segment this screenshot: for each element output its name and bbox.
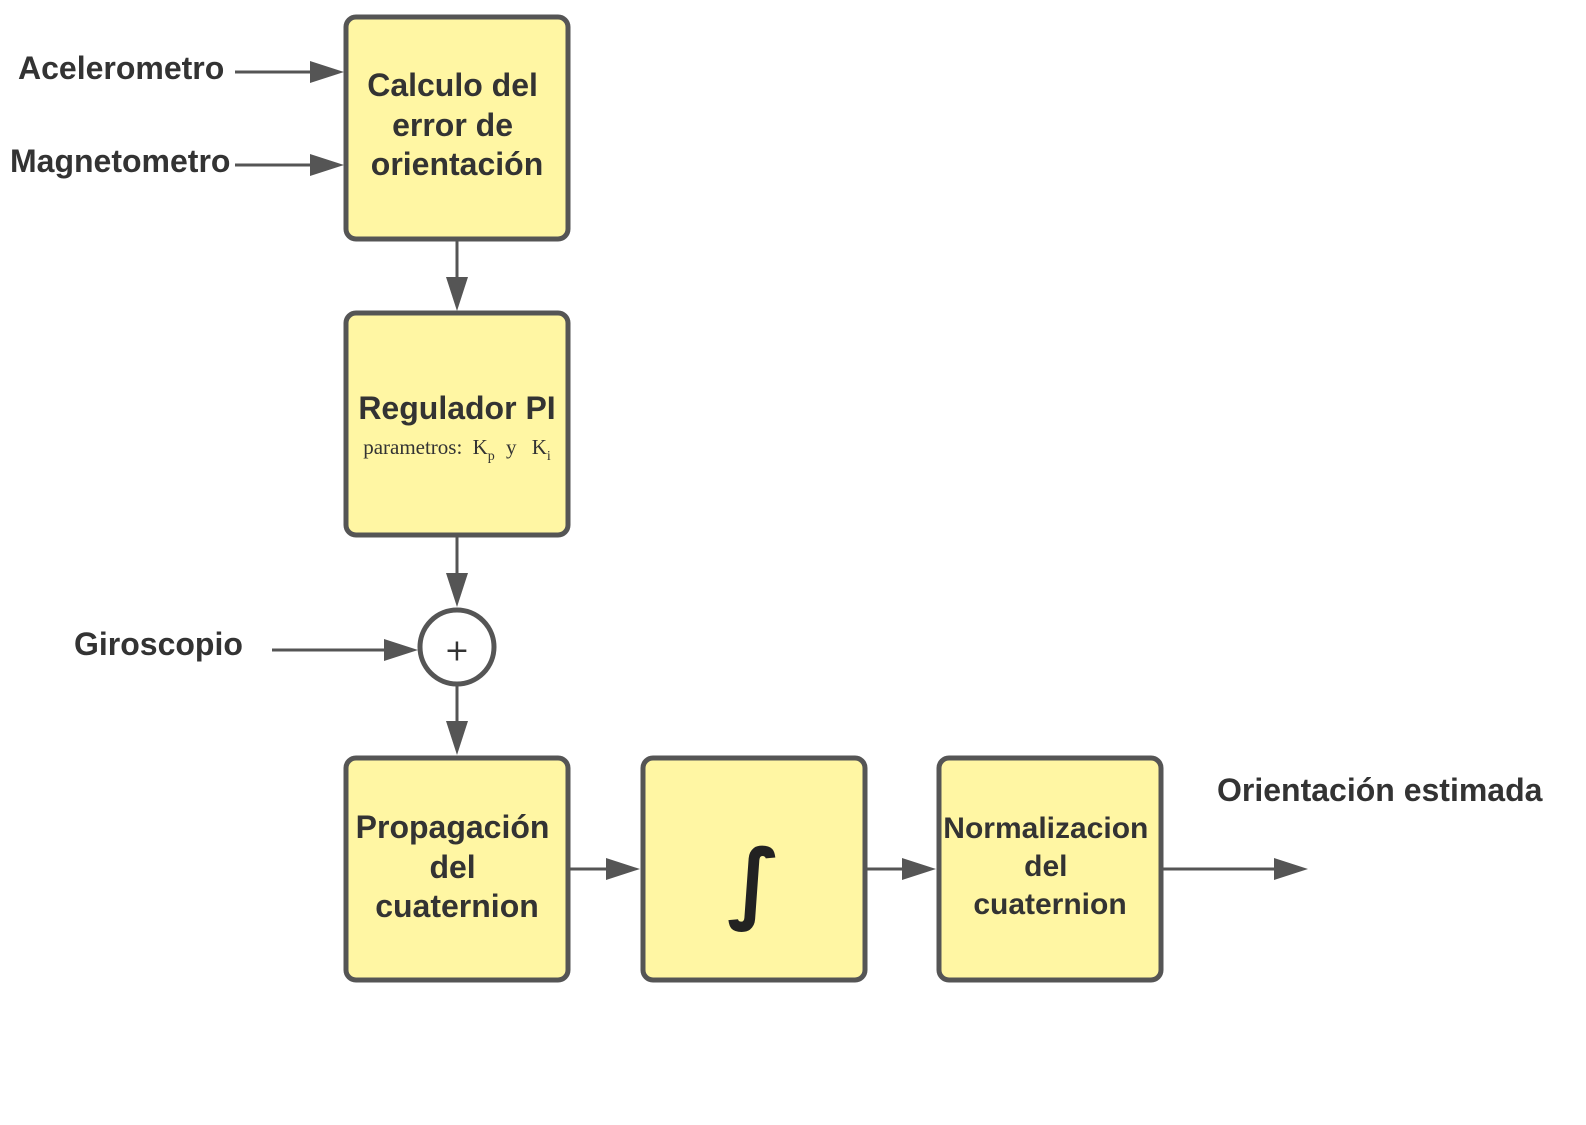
- error-calc-line-2: error de: [392, 107, 513, 143]
- arrow-sum-to-propagation: [446, 686, 468, 755]
- pi-conjunction: y: [506, 435, 517, 459]
- summing-junction: +: [417, 607, 497, 687]
- normalization-block: Normalizacion del cuaternion: [936, 755, 1164, 983]
- propagation-line-2: del: [429, 849, 475, 885]
- arrow-pi-to-sum: [446, 537, 468, 607]
- svg-text:Calculo del error de: Calculo del error de orientación: [367, 67, 547, 182]
- connectors: [235, 61, 1308, 880]
- input-label-magnetometer: Magnetometro: [10, 143, 230, 179]
- pi-regulator-block: Regulador PI parametros: Kp y Ki: [343, 310, 571, 538]
- integral-icon: ∫: [727, 830, 781, 933]
- propagation-block: Propagación del cuaternion: [343, 755, 571, 983]
- pi-regulator-title: Regulador PI: [358, 390, 555, 426]
- arrow-error-to-pi: [446, 241, 468, 311]
- pi-regulator-params: parametros: Kp y Ki: [363, 435, 551, 465]
- arrow-normalization-to-output: [1163, 858, 1308, 880]
- arrow-gyroscope-to-sum: [272, 639, 418, 661]
- pi-params-prefix: parametros:: [363, 435, 462, 459]
- svg-text:Propagación del cu: Propagación del cuaternion: [356, 809, 559, 924]
- pi-kp-subscript: p: [488, 449, 495, 464]
- propagation-line-3: cuaternion: [375, 888, 539, 924]
- output-label: Orientación estimada: [1217, 772, 1543, 808]
- arrow-propagation-to-integrator: [570, 858, 640, 880]
- input-label-accelerometer: Acelerometro: [18, 50, 224, 86]
- pi-ki-base: K: [532, 435, 547, 459]
- arrow-magnetometer-to-error: [235, 154, 344, 176]
- integrator-block: ∫: [640, 755, 868, 983]
- normalization-line-3: cuaternion: [973, 888, 1126, 921]
- arrow-accelerometer-to-error: [235, 61, 344, 83]
- summing-junction-plus-icon: +: [444, 634, 469, 669]
- arrow-integrator-to-normalization: [867, 858, 936, 880]
- normalization-line-2: del: [1024, 850, 1067, 883]
- error-calc-block: Calculo del error de orientación: [343, 14, 571, 242]
- pi-ki-subscript: i: [547, 449, 551, 464]
- pi-kp-base: K: [473, 435, 488, 459]
- propagation-line-1: Propagación: [356, 809, 550, 845]
- normalization-line-1: Normalizacion: [943, 812, 1148, 845]
- svg-text:Normalizacion del: Normalizacion del cuaternion: [943, 812, 1156, 921]
- error-calc-line-1: Calculo del: [367, 67, 538, 103]
- input-label-gyroscope: Giroscopio: [74, 626, 243, 662]
- error-calc-line-3: orientación: [371, 146, 543, 182]
